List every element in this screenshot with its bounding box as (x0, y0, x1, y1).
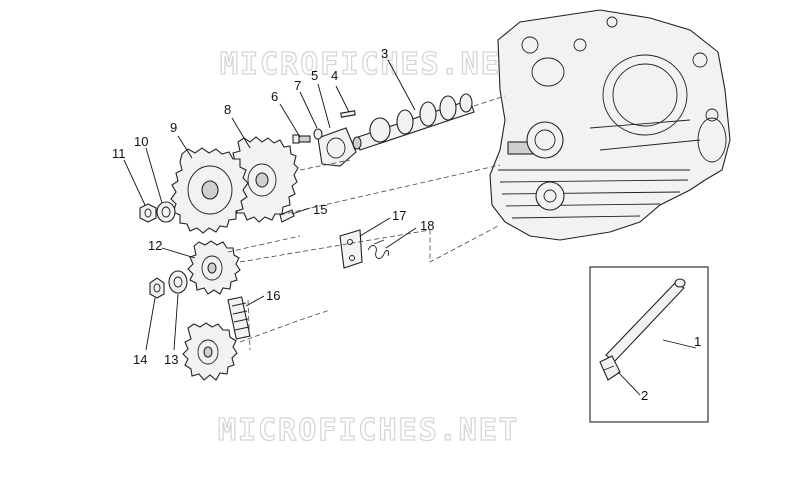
gear-12 (187, 240, 241, 295)
washer-13 (168, 270, 188, 294)
watermark-bottom: MICROFICHES.NET (218, 413, 519, 448)
callout-3: 3 (381, 46, 388, 61)
gear-lower (182, 322, 238, 381)
watermark-top: MICROFICHES.NET (220, 47, 521, 82)
callout-10: 10 (134, 134, 148, 149)
tensioner-bracket (339, 229, 363, 269)
engine-block (489, 9, 731, 241)
callout-14: 14 (133, 352, 147, 367)
camshaft (352, 93, 475, 151)
callout-5: 5 (311, 68, 318, 83)
key (340, 110, 356, 118)
callout-4: 4 (331, 68, 338, 83)
washer-7 (313, 128, 323, 140)
callout-16: 16 (266, 288, 280, 303)
leader-lines (123, 59, 697, 396)
inset-box (589, 266, 709, 423)
gear-9 (170, 147, 249, 234)
callout-7: 7 (294, 78, 301, 93)
callout-18: 18 (420, 218, 434, 233)
nut-14 (149, 277, 165, 299)
bolt (292, 134, 311, 144)
callout-11: 11 (112, 146, 126, 161)
callout-2: 2 (641, 388, 648, 403)
timing-chain (227, 296, 251, 340)
callout-labels: 1 2 3 4 5 6 7 8 9 10 11 12 13 14 15 16 1… (112, 46, 701, 403)
callout-13: 13 (164, 352, 178, 367)
callout-1: 1 (694, 334, 701, 349)
nut-11 (139, 203, 157, 223)
washer-10 (156, 201, 176, 223)
callout-8: 8 (224, 102, 231, 117)
tensioner-spring (367, 239, 389, 259)
callout-6: 6 (271, 89, 278, 104)
callout-15: 15 (313, 202, 327, 217)
camshaft-flange (317, 127, 357, 167)
callout-12: 12 (148, 238, 162, 253)
callout-9: 9 (170, 120, 177, 135)
callout-17: 17 (392, 208, 406, 223)
